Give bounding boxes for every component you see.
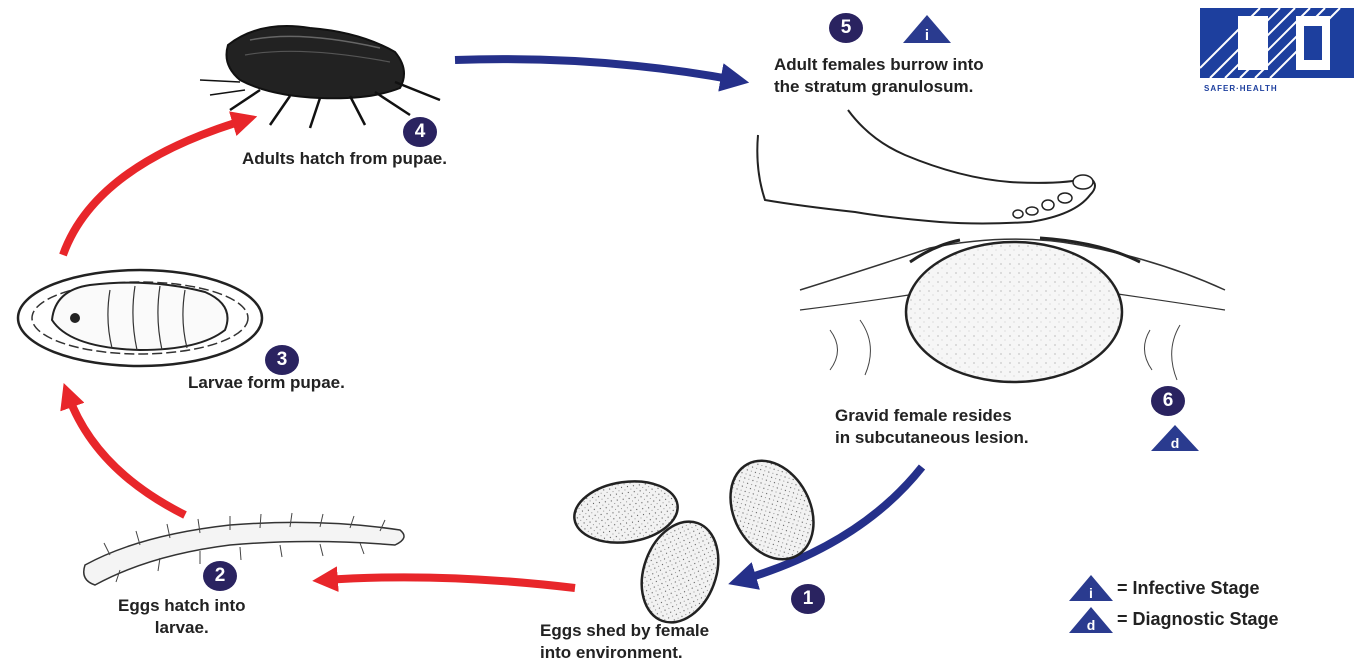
stage-6-line-2: in subcutaneous lesion.	[835, 427, 1029, 449]
stage-1-badge: 1	[791, 584, 825, 614]
foot-illustration	[757, 110, 1095, 224]
legend-infective-icon: i	[1068, 574, 1114, 602]
stage-2-line-2: larvae.	[118, 617, 246, 639]
adult-flea-illustration	[200, 26, 440, 128]
legend-infective-text: = Infective Stage	[1117, 578, 1260, 599]
stage-5-badge: 5	[829, 13, 863, 43]
lesion-illustration	[800, 238, 1225, 382]
arrow-1-to-2	[325, 577, 575, 588]
stage-3-badge: 3	[265, 345, 299, 375]
stage-4-line-1: Adults hatch from pupae.	[242, 148, 447, 170]
diagnostic-marker-letter: d	[1171, 435, 1180, 451]
stage-2-label: Eggs hatch into larvae.	[118, 595, 246, 639]
stage-1-label: Eggs shed by female into environment.	[540, 620, 709, 664]
stage-6-line-1: Gravid female resides	[835, 405, 1029, 427]
legend-diagnostic-text: = Diagnostic Stage	[1117, 609, 1279, 630]
diagnostic-stage-marker: d	[1150, 424, 1200, 452]
infective-stage-marker: i	[902, 14, 952, 44]
legend-infective-letter: i	[1089, 585, 1093, 601]
stage-4-label: Adults hatch from pupae.	[242, 148, 447, 170]
arrow-4-to-5	[455, 59, 735, 80]
stage-2-line-1: Eggs hatch into	[118, 595, 246, 617]
stage-1-line-2: into environment.	[540, 642, 709, 664]
arrow-2-to-3	[68, 395, 185, 515]
logo-caption: SAFER·HEALTH	[1204, 84, 1278, 93]
legend-diagnostic-letter: d	[1087, 617, 1096, 633]
stage-5-line-2: the stratum granulosum.	[774, 76, 984, 98]
legend-diagnostic-icon: d	[1068, 606, 1114, 634]
arrow-3-to-4	[63, 120, 245, 255]
stage-1-line-1: Eggs shed by female	[540, 620, 709, 642]
stage-3-label: Larvae form pupae.	[188, 372, 345, 394]
stage-6-badge: 6	[1151, 386, 1185, 416]
larva-illustration	[84, 513, 404, 585]
stage-5-line-1: Adult females burrow into	[774, 54, 984, 76]
stage-3-line-1: Larvae form pupae.	[188, 372, 345, 394]
eggs-illustration	[570, 446, 830, 633]
stage-5-label: Adult females burrow into the stratum gr…	[774, 54, 984, 98]
stage-6-label: Gravid female resides in subcutaneous le…	[835, 405, 1029, 449]
pupa-illustration	[18, 270, 262, 366]
infective-marker-letter: i	[925, 27, 929, 44]
stage-2-badge: 2	[203, 561, 237, 591]
stage-4-badge: 4	[403, 117, 437, 147]
